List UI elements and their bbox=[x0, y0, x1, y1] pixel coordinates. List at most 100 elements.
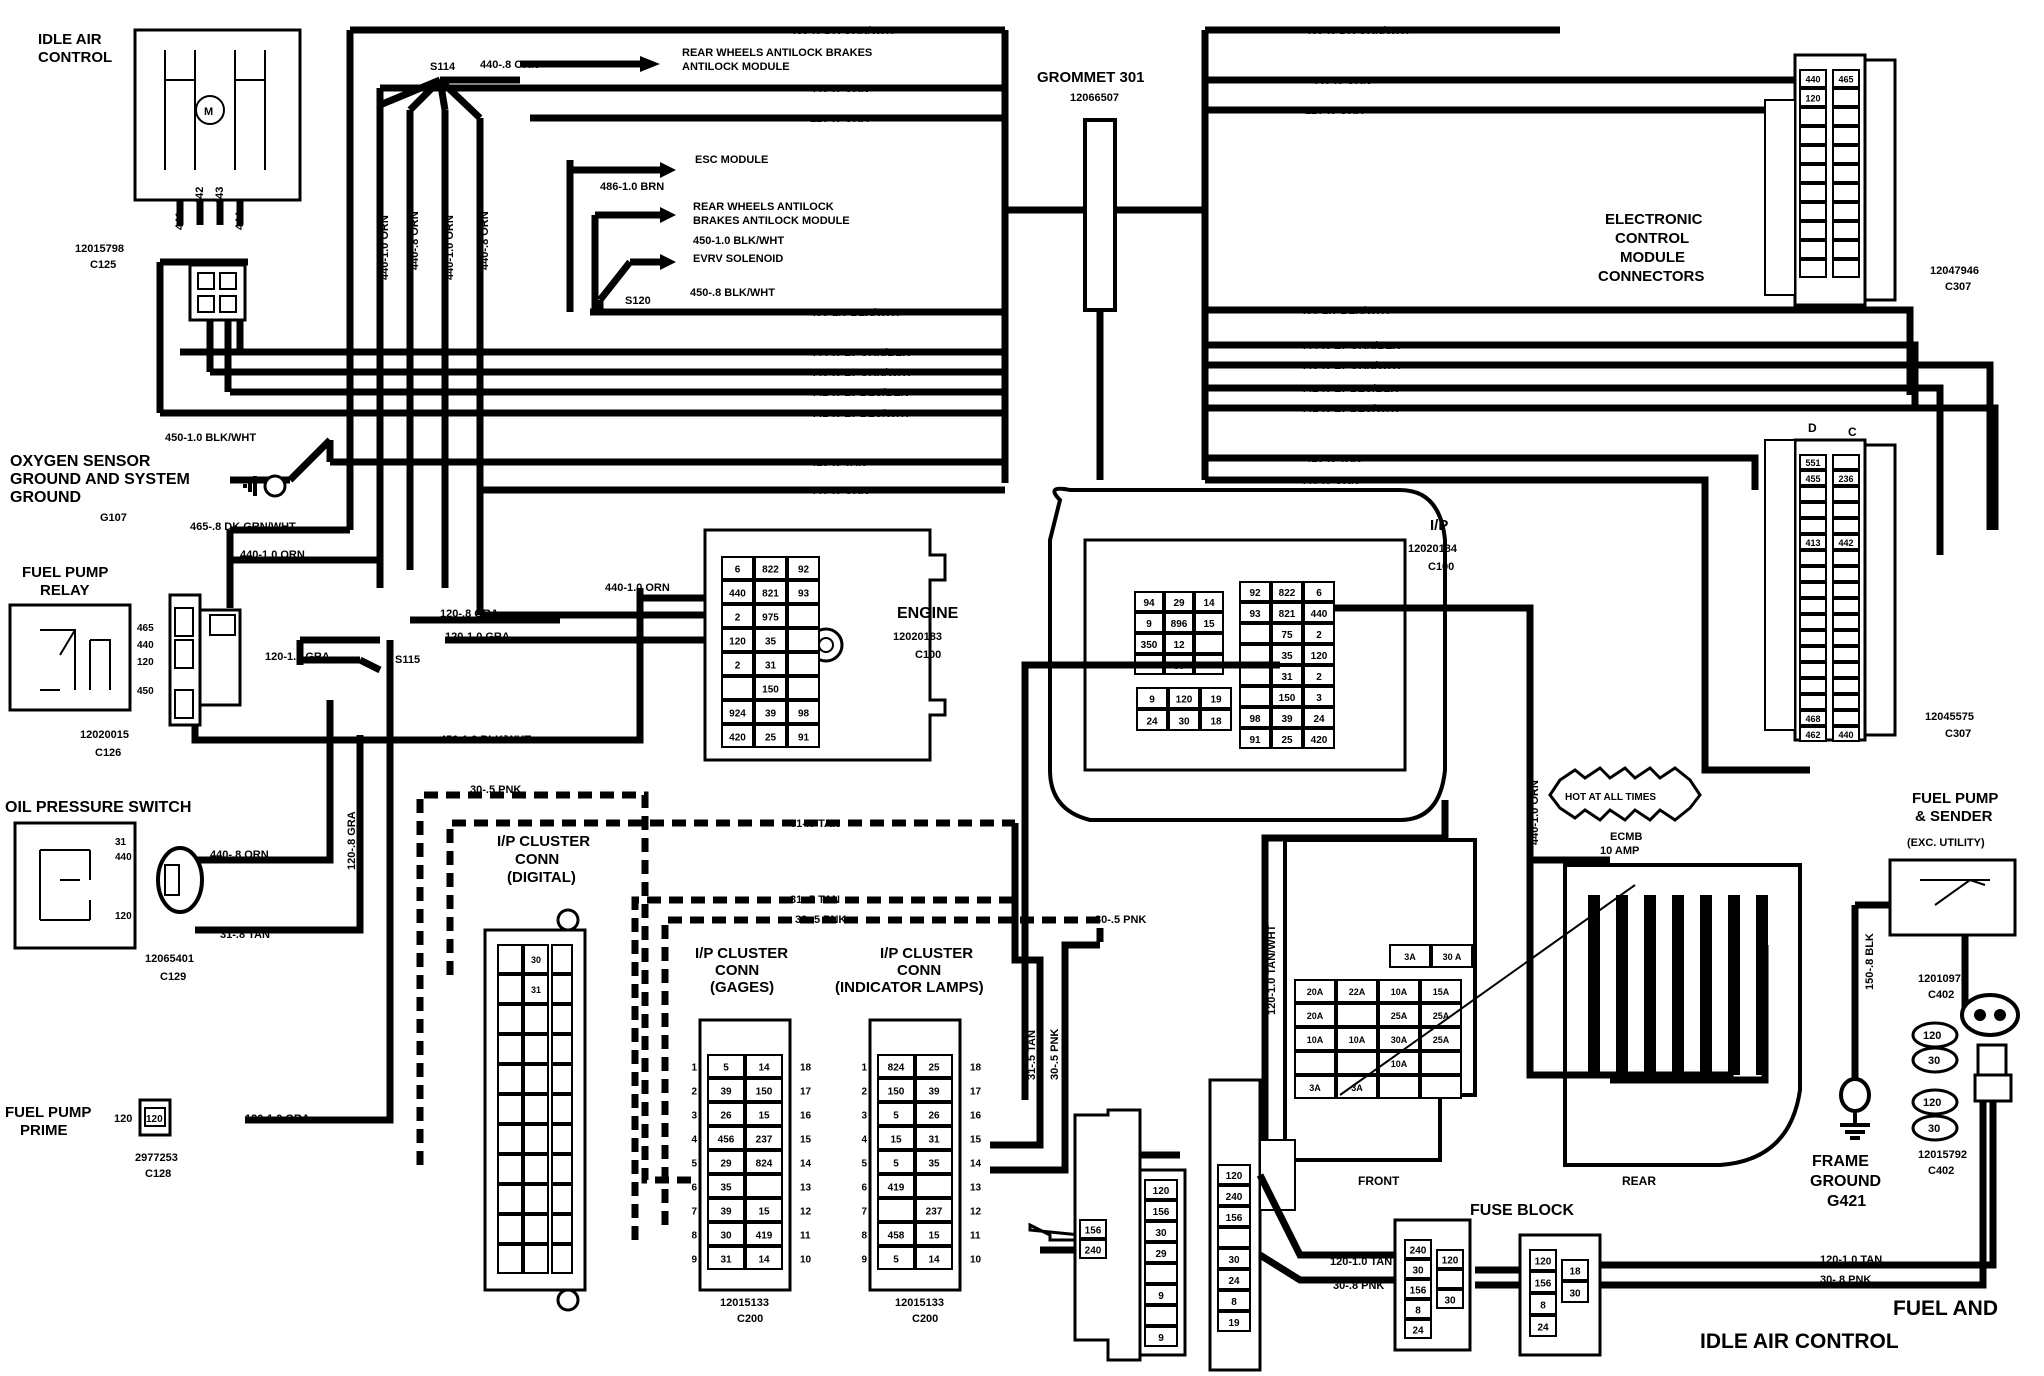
digital-r-cell bbox=[551, 1154, 573, 1184]
engine-pin-label: 39 bbox=[765, 708, 777, 719]
wire-120-tan-l: 120-1.0 TAN bbox=[1330, 1256, 1392, 1268]
engine-cell bbox=[787, 700, 820, 724]
o2-name-1: OXYGEN SENSOR bbox=[10, 453, 151, 470]
lamps-cell bbox=[915, 1150, 953, 1174]
gages-pin-label: 14 bbox=[758, 1254, 770, 1265]
wire-120-eng: 120-.8 GRA bbox=[440, 608, 499, 620]
ip-right-cell bbox=[1303, 686, 1335, 707]
wire-150: 150-.8 BLK bbox=[1864, 933, 1876, 990]
gages-cell bbox=[707, 1150, 745, 1174]
digital-cell bbox=[497, 1154, 523, 1184]
c402b-pin-30: 30 bbox=[1928, 1123, 1940, 1135]
lamps-right-pin-number: 18 bbox=[970, 1062, 982, 1073]
c2-pin-label: 24 bbox=[1228, 1276, 1240, 1287]
oil-pressure-switch bbox=[13, 821, 204, 950]
ip-left-cell bbox=[1194, 612, 1224, 633]
fuel-pump-prime-connector bbox=[138, 1098, 172, 1137]
frame-ground-3: G421 bbox=[1827, 1193, 1866, 1210]
digital-cell bbox=[523, 1184, 549, 1214]
lamps-right-pin-number: 17 bbox=[970, 1086, 982, 1097]
wire-120-tan-r: 120-1.0 TAN bbox=[1820, 1254, 1882, 1266]
grommet-part: 12066507 bbox=[1070, 92, 1119, 104]
ip-right-cell bbox=[1239, 665, 1271, 686]
digital-cell bbox=[497, 1094, 523, 1124]
gages-pin-label: 15 bbox=[758, 1206, 770, 1217]
fuse-front-cell bbox=[1420, 1027, 1462, 1051]
lamps-pin-label: 15 bbox=[890, 1134, 902, 1145]
wire-120-10: 120-1.0 GRA bbox=[445, 631, 510, 643]
lamp-cluster-wires bbox=[990, 860, 1100, 1174]
gages-cell bbox=[745, 1102, 783, 1126]
gages-right-pin-number: 12 bbox=[800, 1206, 812, 1217]
engine-conn: C100 bbox=[915, 649, 941, 661]
ecm-top-r-cell bbox=[1832, 240, 1860, 259]
digital-name-1: I/P CLUSTER bbox=[497, 833, 590, 850]
ip-right-cell bbox=[1303, 581, 1335, 602]
ip-right-pin-label: 31 bbox=[1281, 672, 1293, 683]
title-2: IDLE AIR CONTROL bbox=[1700, 1330, 1899, 1353]
lamps-name-3: (INDICATOR LAMPS) bbox=[835, 979, 984, 996]
engine-cell bbox=[721, 556, 754, 580]
engine-cell bbox=[721, 604, 754, 628]
ecm-top-cell bbox=[1799, 183, 1827, 202]
c4-r-pin-label: 30 bbox=[1569, 1288, 1581, 1299]
engine-cell bbox=[721, 724, 754, 748]
c4-r-cell bbox=[1561, 1281, 1589, 1303]
ecm-top-r-cell bbox=[1832, 259, 1860, 278]
fuse-front-top-pin-label: 3A bbox=[1404, 952, 1416, 962]
wire-442: 442-.8 LT BLU/BLK bbox=[810, 387, 908, 399]
digital-r-cell bbox=[551, 944, 573, 974]
engine-cell bbox=[721, 580, 754, 604]
wire-440-top: 440-.8 ORN bbox=[810, 83, 869, 95]
c4-pin-label: 120 bbox=[1535, 1256, 1552, 1267]
fpr-name-1: FUEL PUMP bbox=[22, 564, 108, 581]
gages-part: 12015133 bbox=[720, 1297, 769, 1309]
ecm-top-r-cell bbox=[1832, 107, 1860, 126]
engine-cell bbox=[787, 628, 820, 652]
abs-dest-1: REAR WHEELS ANTILOCK BRAKES bbox=[682, 47, 872, 59]
c4-cell bbox=[1529, 1271, 1557, 1293]
engine-cell bbox=[754, 580, 787, 604]
lamps-pin-label: 14 bbox=[928, 1254, 940, 1265]
right-443: 443-.8 LT GRN/WHT bbox=[1300, 360, 1403, 372]
ecm-bot-conn: C307 bbox=[1945, 728, 1971, 740]
ecm-top-r-cell bbox=[1832, 69, 1860, 88]
digital-cell bbox=[497, 974, 523, 1004]
c1-cell bbox=[1144, 1284, 1178, 1305]
fuse-front-cell bbox=[1420, 979, 1462, 1003]
ip-right-pin-label: 24 bbox=[1313, 714, 1325, 725]
lamps-cell bbox=[915, 1126, 953, 1150]
engine-cell bbox=[721, 628, 754, 652]
gages-left-pin-number: 7 bbox=[691, 1206, 697, 1217]
ip-right-pin-label: 3 bbox=[1316, 693, 1322, 704]
gages-right-pin-number: 17 bbox=[800, 1086, 812, 1097]
c2-cell bbox=[1217, 1227, 1251, 1248]
fuse-rear: REAR bbox=[1622, 1174, 1656, 1188]
vert-440-b: 440-.8 ORN bbox=[409, 211, 421, 270]
ecm-bot-cell bbox=[1799, 534, 1827, 550]
ecm-bot-r-cell bbox=[1832, 678, 1860, 694]
c1-cell bbox=[1144, 1179, 1178, 1200]
ip-right-cell bbox=[1303, 707, 1335, 728]
lamps-left-pin-number: 7 bbox=[861, 1206, 867, 1217]
ecm-bot-r-cell bbox=[1832, 470, 1860, 486]
gages-right-pin-number: 15 bbox=[800, 1134, 812, 1145]
ip-right-pin-label: 98 bbox=[1249, 714, 1261, 725]
lamps-pin-label: 824 bbox=[888, 1062, 905, 1073]
engine-pin-label: 92 bbox=[798, 564, 810, 575]
iac-pin-443: 443 bbox=[214, 187, 226, 205]
lamps-cell bbox=[915, 1198, 953, 1222]
ip-right-pin-label: 25 bbox=[1281, 735, 1293, 746]
lamps-pin-label: 5 bbox=[893, 1254, 899, 1265]
lamps-cell bbox=[877, 1246, 915, 1270]
frame-ground-1: FRAME bbox=[1812, 1153, 1869, 1170]
lamps-pin-label: 35 bbox=[928, 1158, 940, 1169]
ip-right-pin-label: 92 bbox=[1249, 588, 1261, 599]
